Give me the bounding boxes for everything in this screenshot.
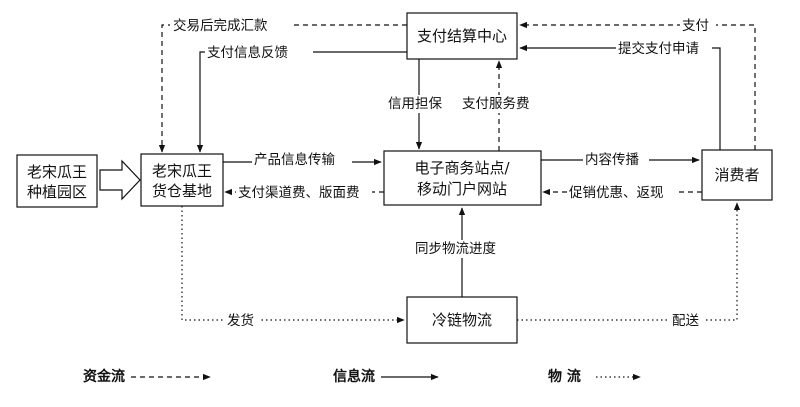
origin-line-2: 种植园区 bbox=[27, 183, 87, 201]
legend-goods-flow: 物 流 bbox=[548, 368, 581, 385]
payment-center-label: 支付结算中心 bbox=[417, 27, 507, 45]
label-settlement: 交易后完成汇款 bbox=[173, 17, 268, 34]
label-deliver: 配送 bbox=[672, 313, 700, 329]
label-channel-fee: 支付渠道费、版面费 bbox=[238, 185, 360, 201]
edge-pay bbox=[519, 21, 756, 150]
edge-payment-feedback bbox=[196, 51, 407, 153]
edge-ship bbox=[181, 206, 405, 324]
label-payment-service-fee: 支付服务费 bbox=[462, 96, 530, 112]
node-warehouse: 老宋瓜王 货仓基地 bbox=[140, 153, 224, 207]
legend-info-flow: 信息流 bbox=[333, 368, 375, 385]
supply-hollow-arrow bbox=[99, 159, 141, 201]
edge-settlement bbox=[158, 24, 407, 153]
node-consumer: 消费者 bbox=[701, 149, 773, 201]
consumer-label: 消费者 bbox=[714, 166, 759, 184]
node-payment-center: 支付结算中心 bbox=[406, 12, 518, 60]
label-promotions: 促销优惠、返现 bbox=[569, 185, 664, 201]
cold-chain-label: 冷链物流 bbox=[432, 311, 492, 329]
origin-line-1: 老宋瓜王 bbox=[27, 163, 87, 181]
label-pay: 支付 bbox=[682, 18, 709, 34]
label-payment-feedback: 支付信息反馈 bbox=[207, 44, 288, 61]
warehouse-line-1: 老宋瓜王 bbox=[152, 162, 212, 180]
edge-submit-payment bbox=[519, 44, 721, 150]
legend-fund-flow: 资金流 bbox=[83, 368, 125, 385]
label-credit-guarantee: 信用担保 bbox=[388, 96, 442, 112]
label-product-info: 产品信息传输 bbox=[254, 151, 335, 168]
legend: 资金流 信息流 物 流 bbox=[83, 368, 641, 385]
node-ecommerce-site: 电子商务站点/ 移动门户网站 bbox=[383, 150, 542, 206]
ecommerce-line-1: 电子商务站点/ bbox=[414, 159, 510, 177]
edge-deliver bbox=[517, 202, 741, 321]
ecommerce-line-2: 移动门户网站 bbox=[417, 180, 507, 198]
node-cold-chain: 冷链物流 bbox=[406, 296, 518, 344]
label-submit-payment: 提交支付申请 bbox=[618, 40, 699, 57]
label-content-spread: 内容传播 bbox=[585, 151, 639, 168]
label-logistics-progress: 同步物流进度 bbox=[415, 241, 496, 257]
node-origin-farm: 老宋瓜王 种植园区 bbox=[16, 154, 98, 208]
warehouse-line-2: 货仓基地 bbox=[152, 182, 212, 200]
label-ship: 发货 bbox=[227, 312, 254, 329]
